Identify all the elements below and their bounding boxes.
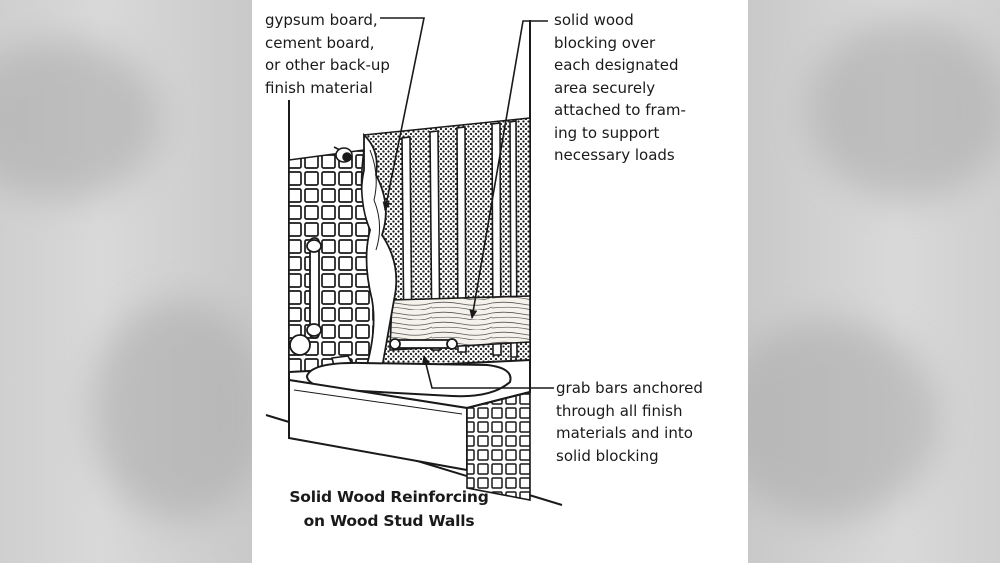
callout-line: solid blocking — [556, 446, 659, 465]
callout-solid-blocking: solid wood blocking over each designated… — [554, 9, 686, 167]
blurred-background-right — [748, 0, 1000, 563]
callout-line: gypsum board, — [265, 11, 378, 29]
blurred-background-left — [0, 0, 252, 563]
wood-blocking — [389, 295, 531, 351]
callout-line: materials and into — [556, 424, 693, 442]
shower-head-icon — [333, 146, 353, 163]
exposed-framing — [360, 117, 531, 369]
illustration-panel: gypsum board, cement board, or other bac… — [252, 0, 748, 563]
callout-line: finish material — [265, 78, 373, 97]
vertical-grab-bar-icon — [289, 237, 322, 356]
callout-line: necessary loads — [554, 146, 675, 164]
caption-line: on Wood Stud Walls — [303, 512, 475, 530]
callout-line: grab bars anchored — [556, 379, 703, 397]
callout-line: blocking over — [554, 33, 656, 52]
callout-backup-material: gypsum board, cement board, or other bac… — [265, 9, 390, 99]
callout-line: area securely — [554, 78, 656, 97]
callout-line: ing to support — [554, 123, 660, 142]
bathroom-wall-diagram — [265, 17, 563, 506]
horizontal-grab-bar-icon — [389, 338, 458, 350]
leader-lines — [380, 17, 554, 389]
diagram-caption: Solid Wood Reinforcing on Wood Stud Wall… — [252, 485, 526, 533]
callout-line: attached to fram- — [554, 101, 686, 119]
tile-tub-surround — [466, 390, 531, 501]
callout-grab-bars: grab bars anchored through all finish ma… — [556, 377, 703, 467]
callout-line: cement board, — [265, 33, 375, 52]
callout-line: each designated — [554, 56, 679, 74]
caption-line: Solid Wood Reinforcing — [289, 488, 489, 506]
callout-line: through all finish — [556, 401, 683, 420]
callout-line: or other back-up — [265, 56, 390, 74]
callout-line: solid wood — [554, 11, 634, 29]
